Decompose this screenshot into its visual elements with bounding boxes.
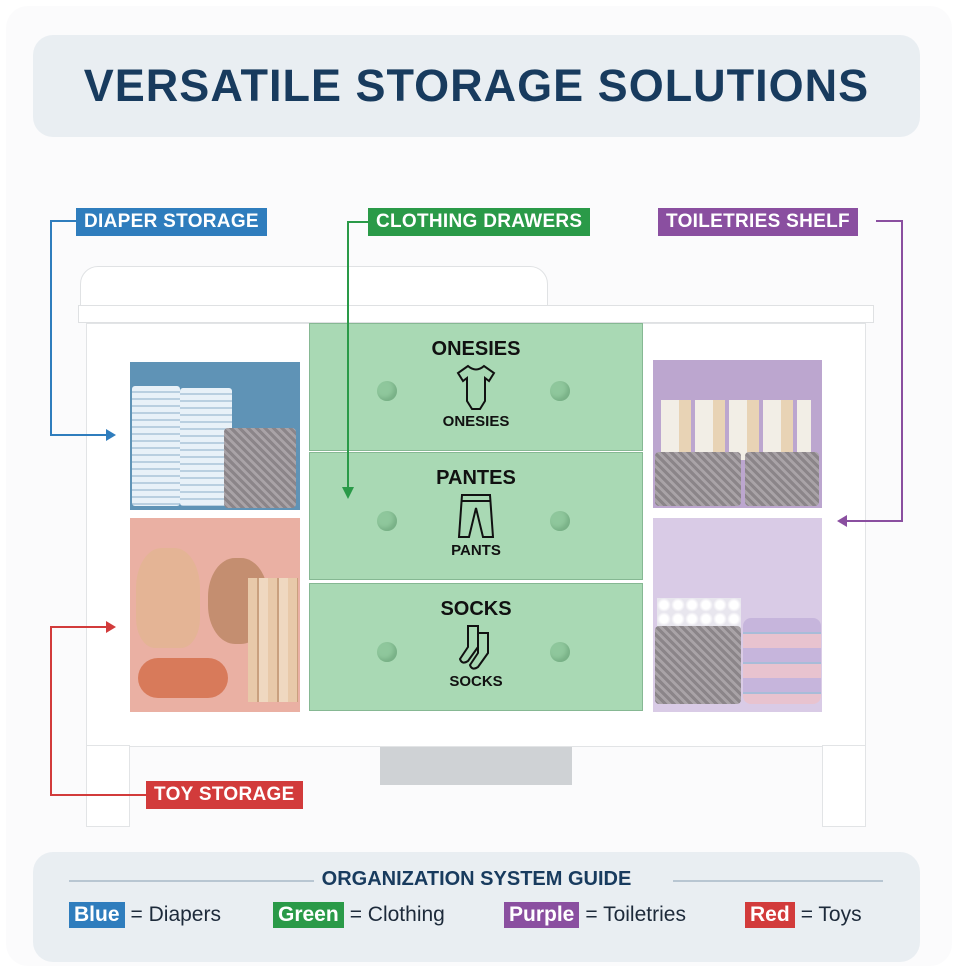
drawer-knob[interactable] (550, 642, 570, 662)
onesie-icon (456, 364, 496, 410)
drawer-caption: ONESIES (442, 413, 510, 430)
linen-cubby (653, 518, 822, 712)
arrow-left-icon (837, 515, 847, 527)
callout-toiletries-shelf: TOILETRIES SHELF (658, 208, 858, 236)
arrow-right-icon (106, 429, 116, 441)
cotton-balls (657, 598, 741, 628)
callout-diaper-storage: DIAPER STORAGE (76, 208, 267, 236)
legend-swatch: Blue (69, 902, 125, 928)
drawer-pants[interactable]: PANTES PANTS (309, 452, 643, 580)
socks-icon (458, 625, 489, 670)
page-title: VERSATILE STORAGE SOLUTIONS (83, 60, 870, 111)
bottom-box (380, 747, 572, 785)
toiletries-basket (745, 452, 819, 506)
toy-cubby (130, 518, 300, 712)
toiletries-basket (655, 452, 741, 506)
diaper-stack (132, 386, 180, 506)
legend-swatch: Green (273, 902, 344, 928)
drawer-caption: PANTS (451, 542, 501, 559)
legend-meaning: = Toys (800, 903, 862, 926)
drawer-caption: SOCKS (449, 673, 503, 690)
dresser-top (78, 305, 874, 323)
leg-left (86, 745, 130, 827)
title-panel: VERSATILE STORAGE SOLUTIONS (33, 35, 920, 137)
drawer-knob[interactable] (550, 511, 570, 531)
drawer-knob[interactable] (377, 381, 397, 401)
divider (69, 880, 314, 882)
legend-blue: Blue= Diapers (69, 902, 221, 928)
legend-swatch: Red (745, 902, 795, 928)
drawer-knob[interactable] (377, 511, 397, 531)
arrow-right-icon (106, 621, 116, 633)
linen-basket (655, 626, 741, 704)
legend-meaning: = Diapers (130, 903, 221, 926)
books (248, 578, 298, 702)
legend-swatch: Purple (504, 902, 580, 928)
legend-purple: Purple= Toiletries (504, 902, 686, 928)
divider (673, 880, 883, 882)
drawer-heading: SOCKS (440, 598, 512, 620)
callout-clothing-drawers: CLOTHING DRAWERS (368, 208, 591, 236)
legend-meaning: = Clothing (349, 903, 445, 926)
legend-red: Red= Toys (745, 902, 862, 928)
drawer-heading: PANTES (436, 467, 516, 489)
organization-guide: ORGANIZATION SYSTEM GUIDE Blue= Diapers … (33, 852, 920, 962)
toiletries-cubby (653, 360, 822, 508)
towel-stack (743, 618, 821, 704)
lotion-bottles (661, 400, 811, 460)
arrow-down-icon (342, 487, 354, 499)
drawer-onesies[interactable]: ONESIES ONESIES (309, 323, 643, 451)
toy-rings (138, 658, 228, 698)
pants-icon (457, 494, 495, 538)
drawer-knob[interactable] (550, 381, 570, 401)
callout-toy-storage: TOY STORAGE (146, 781, 303, 809)
legend-meaning: = Toiletries (585, 903, 686, 926)
diaper-stack (180, 388, 232, 506)
diaper-basket (224, 428, 296, 508)
legend-green: Green= Clothing (273, 902, 445, 928)
drawer-socks[interactable]: SOCKS SOCKS (309, 583, 643, 711)
plush-toy (136, 548, 200, 648)
guide-title: ORGANIZATION SYSTEM GUIDE (321, 868, 632, 890)
drawer-knob[interactable] (377, 642, 397, 662)
leg-right (822, 745, 866, 827)
drawer-heading: ONESIES (431, 338, 521, 360)
diaper-cubby (130, 362, 300, 510)
